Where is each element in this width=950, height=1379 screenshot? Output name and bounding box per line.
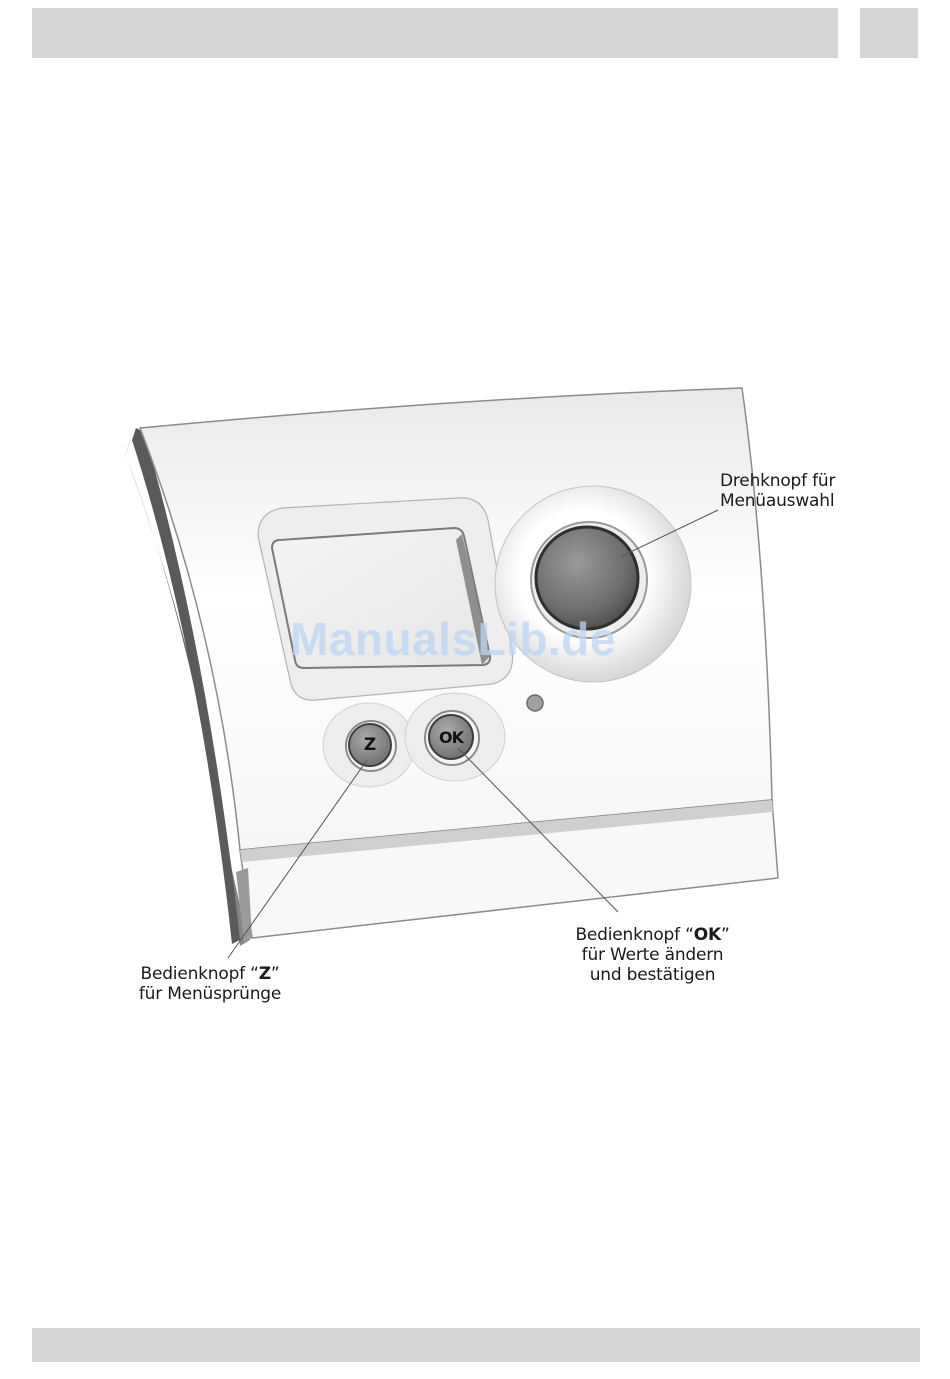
footer-bar xyxy=(32,1328,920,1362)
callout-z-bold: Z xyxy=(259,964,271,984)
callout-dial: Drehknopf für Menüauswahl xyxy=(720,471,835,511)
z-button[interactable]: Z xyxy=(349,724,391,766)
callout-ok-bold: OK xyxy=(694,925,721,945)
ok-button-label: OK xyxy=(439,728,463,747)
callout-ok-suffix: ” xyxy=(721,925,730,945)
watermark-text: ManualsLib.de xyxy=(290,612,670,666)
callout-ok-line2: für Werte ändern xyxy=(545,945,760,965)
callout-z-line1: Bedienknopf “Z” xyxy=(110,964,310,984)
callout-z-line2: für Menüsprünge xyxy=(110,984,310,1004)
callout-z-button: Bedienknopf “Z” für Menüsprünge xyxy=(110,964,310,1004)
callout-ok-button: Bedienknopf “OK” für Werte ändern und be… xyxy=(545,925,760,985)
callout-ok-line1: Bedienknopf “OK” xyxy=(545,925,760,945)
callout-z-prefix: Bedienknopf “ xyxy=(140,964,258,984)
callout-ok-line3: und bestätigen xyxy=(545,965,760,985)
callout-dial-line1: Drehknopf für xyxy=(720,471,835,491)
ok-button[interactable]: OK xyxy=(429,715,473,759)
callout-ok-prefix: Bedienknopf “ xyxy=(575,925,693,945)
z-button-label: Z xyxy=(364,735,376,755)
callout-dial-line2: Menüauswahl xyxy=(720,491,835,511)
callout-z-suffix: ” xyxy=(271,964,280,984)
